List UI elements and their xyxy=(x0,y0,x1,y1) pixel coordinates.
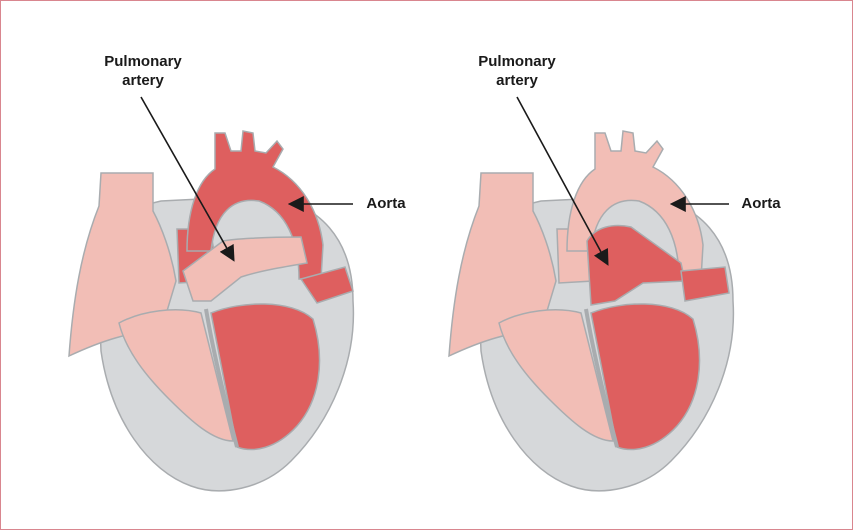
heart-diagram-transposed: Pulmonary artery Aorta xyxy=(381,1,801,529)
pulmonary-artery-label-line2: artery xyxy=(457,71,577,90)
pulmonary-artery-label-line2: artery xyxy=(83,71,203,90)
pulmonary-artery-label: Pulmonary artery xyxy=(83,52,203,90)
pulmonary-artery-label-line1: Pulmonary xyxy=(83,52,203,71)
heart-diagram-normal: Pulmonary artery Aorta xyxy=(1,1,421,529)
heart-illustration-normal xyxy=(1,1,421,529)
pulmonary-artery-label-line1: Pulmonary xyxy=(457,52,577,71)
pulmonary-artery-label: Pulmonary artery xyxy=(457,52,577,90)
heart-illustration-transposed xyxy=(381,1,801,529)
aorta-label: Aorta xyxy=(731,194,791,213)
